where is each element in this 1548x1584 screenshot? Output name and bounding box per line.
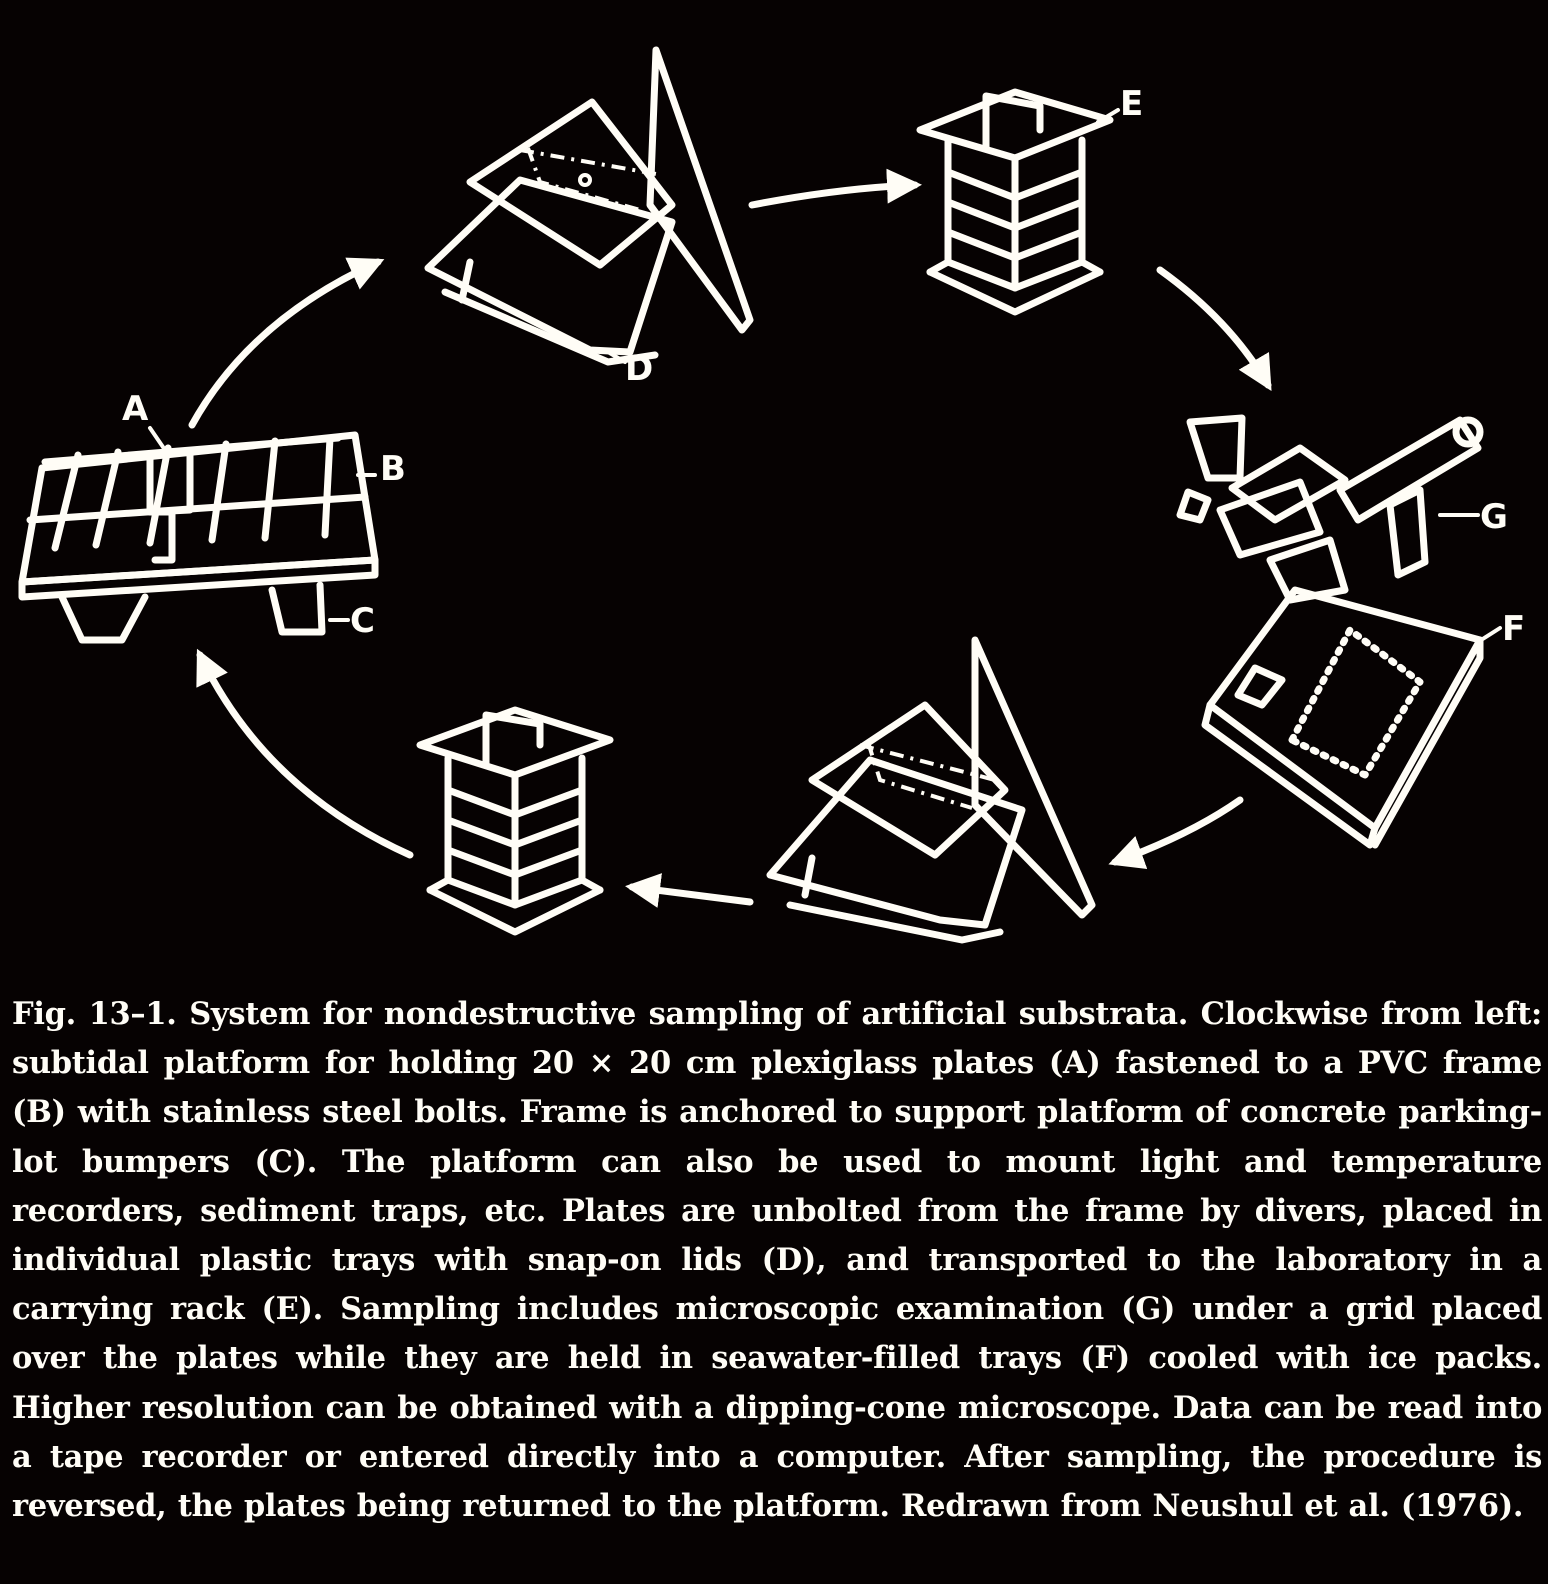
label-g: G [1480,497,1508,537]
leader-f [1476,626,1502,644]
label-e: E [1120,84,1143,124]
sampling-cycle-diagram: A B C D E F G [18,46,1525,944]
label-a: A [122,389,149,429]
arrow-rack-to-microscope [1156,266,1272,392]
subtidal-platform-drawing [18,431,379,644]
arrow-microscope-to-tray [1108,796,1244,869]
microscope-and-tray-drawing [1176,414,1484,849]
arrow-platform-to-tray [188,257,385,429]
tray-with-lid-drawing [424,46,754,366]
label-f: F [1502,609,1525,649]
figure-caption: Fig. 13–1. System for nondestructive sam… [12,996,1542,1525]
arrow-tray-to-rack [748,168,922,209]
carrying-rack-drawing [916,88,1114,316]
label-d: D [625,349,653,389]
leader-e [1096,108,1120,124]
arrow-tray-to-rack-return [625,873,754,908]
label-c: C [350,601,375,641]
tray-with-lid-return-drawing [766,636,1096,944]
label-b: B [380,449,406,489]
leader-a [148,426,167,452]
leader-d [606,350,627,364]
carrying-rack-return-drawing [416,706,614,936]
arrow-rack-to-platform [196,648,414,859]
